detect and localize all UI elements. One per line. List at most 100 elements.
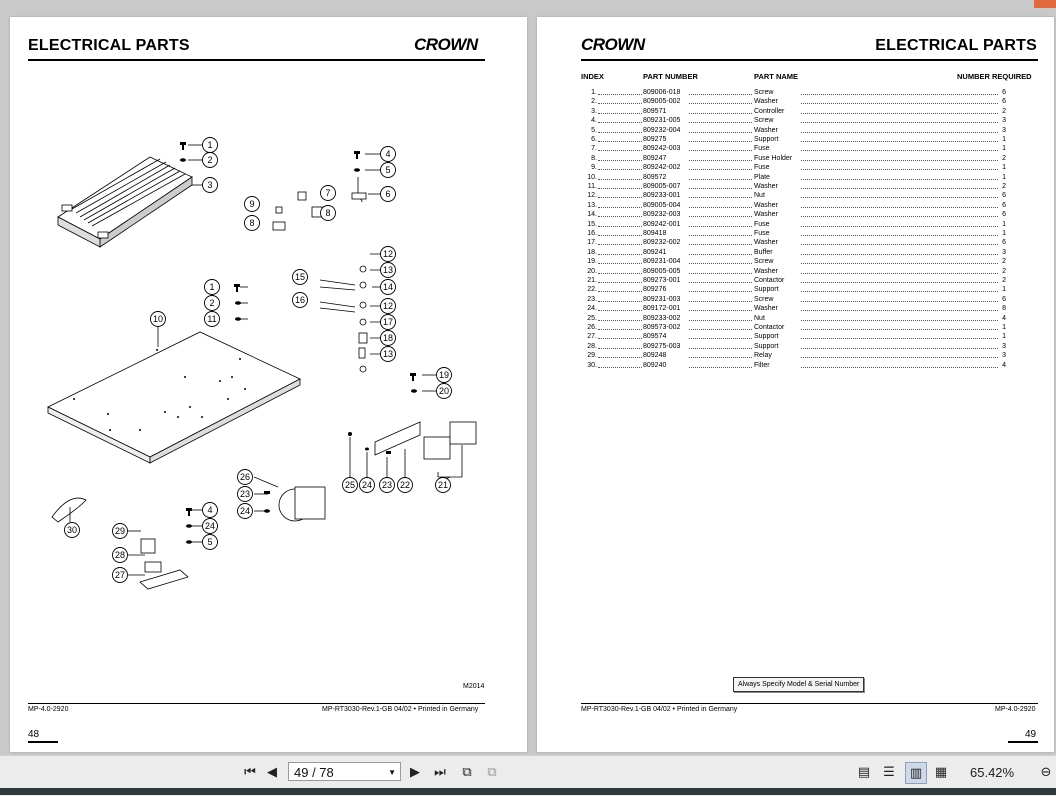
leader-dots [801,225,998,227]
leader-dots [598,159,644,161]
leader-dots [801,244,998,246]
row-index: 14. [587,211,597,219]
row-part-number: 809242-001 [643,219,682,229]
row-index: 17. [587,239,597,247]
row-qty: 6 [1002,192,1006,200]
leader-dots [801,141,998,142]
row-part-number: 809005-004 [643,200,682,211]
page-title: ELECTRICAL PARTS [28,37,190,54]
zoom-out-icon[interactable]: ⊖ [1040,764,1052,779]
row-part-name: Washer [754,125,779,135]
callout-label: 4 [385,149,390,159]
chevron-down-icon[interactable]: ▼ [388,768,396,777]
paste-icon[interactable]: ⧉ [487,764,497,779]
leader-dots [801,282,998,283]
row-index: 21. [587,277,597,284]
callout-label: 4 [207,505,212,515]
row-index: 23. [587,295,597,303]
row-part-name: Fuse [754,144,771,154]
row-part-name: Nut [754,191,766,201]
row-index: 1. [591,89,597,96]
row-index: 10. [587,173,597,181]
row-index: 16. [587,230,597,237]
callout-circle [379,477,395,493]
leader-dots [689,188,752,189]
row-index: 22. [587,286,597,294]
last-page-icon[interactable]: ⏭ [434,764,446,779]
callout-label: 1 [207,140,212,150]
row-qty: 3 [1002,248,1006,256]
page-number: 48 [28,729,40,740]
header-qty: NUMBER REQUIRED [957,72,1032,81]
footer-rule [28,703,485,704]
leader-dots [689,338,752,340]
row-qty: 4 [1002,361,1006,369]
leader-dots [689,112,752,114]
footer-left: MP-4.0-2920 [28,706,69,713]
row-part-name: Support [754,341,780,352]
first-page-icon[interactable]: ⏮ [244,764,256,779]
right-page: CROWN ELECTRICAL PARTS INDEX PART NUMBER… [537,17,1054,752]
leader-dots [801,206,998,208]
callout-circle [202,152,218,168]
two-page-icon[interactable]: ▥ [905,762,927,784]
zoom-level[interactable]: 65.42% [970,765,1015,780]
copy-icon[interactable]: ⧉ [462,764,472,779]
leader-dots [598,291,644,293]
leader-dots [801,197,998,199]
leader-dots [801,366,998,368]
row-part-number: 809232-004 [643,125,682,135]
callout-circle [204,295,220,311]
row-part-name: Screw [754,257,775,267]
next-page-icon[interactable]: ▶ [410,764,420,779]
leader-dots [689,197,752,199]
callout-circle [359,477,375,493]
callout-label: 8 [249,218,254,228]
row-part-name: Buffer [754,247,774,258]
callout-circle [380,246,396,262]
row-part-number: 809005-007 [643,182,682,192]
leader-dots [801,188,998,189]
row-index: 5. [591,126,597,134]
leader-dots [598,103,644,105]
callout-label: 7 [325,188,330,198]
row-part-number: 809233-001 [643,191,682,201]
callout-circle [237,469,253,485]
leader-dots [598,197,644,199]
row-qty: 1 [1002,164,1006,172]
leader-dots [801,272,998,274]
row-qty: 2 [1002,107,1006,115]
callout-circle [397,477,413,493]
row-part-number: 809242-003 [643,144,682,154]
row-part-name: Washer [754,266,779,276]
callout-circle [244,196,260,212]
continuous-icon[interactable]: ☰ [883,764,895,779]
row-part-name: Washer [754,97,779,107]
leader-dots [801,300,998,302]
row-part-number: 809172-001 [643,304,682,314]
callout-label: 1 [209,282,214,292]
two-page-continuous-icon[interactable]: ▦ [934,764,948,779]
row-part-number: 809248 [643,351,668,361]
single-page-icon[interactable]: ▤ [857,764,871,779]
callout-circle [244,215,260,231]
leader-dots [801,94,998,95]
leader-dots [801,131,998,133]
leader-dots [598,244,644,246]
previous-page-icon[interactable]: ◀ [267,764,277,779]
callout-label: 29 [115,526,125,536]
callout-circle [150,311,166,327]
row-part-number: 809242-002 [643,163,682,173]
title-rule [581,59,1038,61]
leader-dots [598,310,644,312]
row-index: 4. [591,117,597,125]
callout-circle [436,383,452,399]
row-part-number: 809573-002 [643,323,682,333]
page-number-field[interactable]: 49 / 78 ▼ [288,762,401,781]
leader-dots [689,178,752,180]
